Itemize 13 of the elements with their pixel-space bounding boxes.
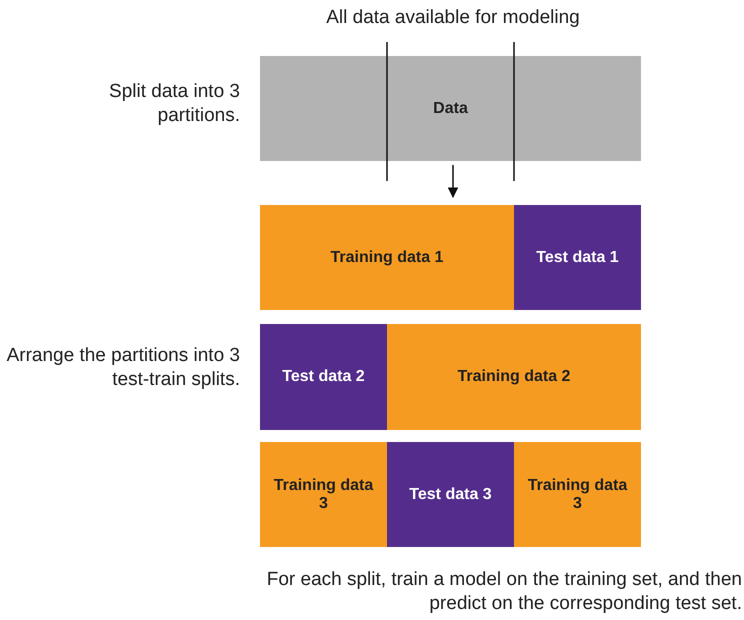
heading-note: All data available for modeling — [325, 6, 581, 30]
test-data-block: Test data 3 — [387, 442, 514, 547]
test-data-block: Test data 2 — [260, 324, 387, 430]
training-data-block: Training data 3 — [514, 442, 641, 547]
arrow — [448, 165, 458, 198]
test-data-block: Test data 1 — [514, 205, 641, 310]
step-note: Split data into 3 partitions. — [108, 80, 240, 128]
training-data-block: Training data 2 — [387, 324, 641, 430]
training-data-block: Training data 3 — [260, 442, 387, 547]
data-bar: Data — [260, 56, 641, 161]
training-data-block: Training data 1 — [260, 205, 514, 310]
step-note: For each split, train a model on the training set, and then predict on the corresponding test set. — [266, 568, 742, 616]
step-note: Arrange the partitions into 3 test-train splits. — [6, 344, 240, 392]
